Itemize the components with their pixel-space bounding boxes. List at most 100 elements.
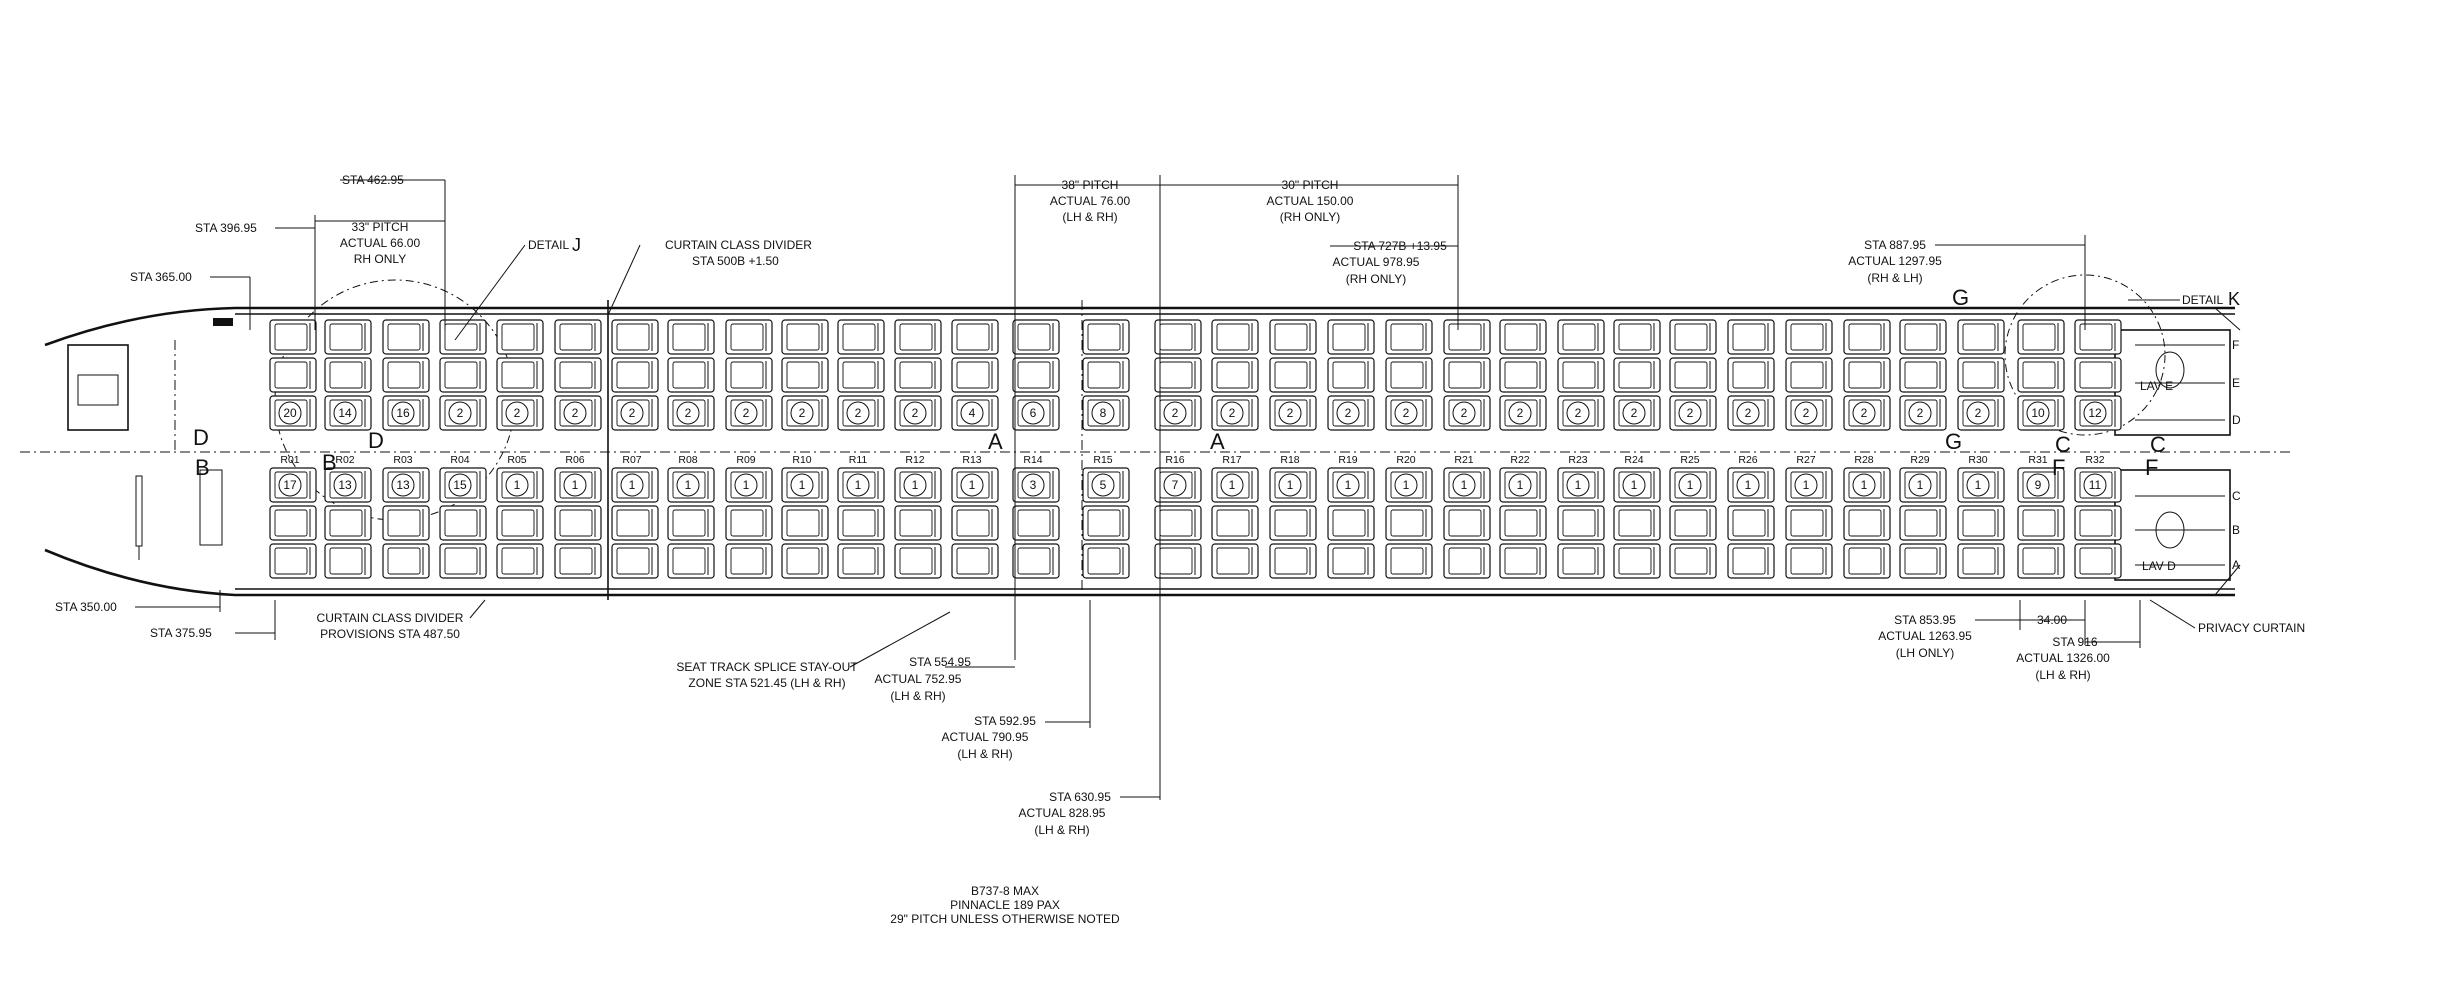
rh-seat[interactable]: 8	[1082, 395, 1130, 431]
rh-seat[interactable]	[1443, 319, 1491, 355]
rh-seat[interactable]: 2	[1957, 395, 2005, 431]
rh-seat[interactable]	[781, 357, 829, 393]
rh-seat[interactable]	[894, 319, 942, 355]
rh-seat[interactable]	[1957, 319, 2005, 355]
lh-seat[interactable]	[1957, 543, 2005, 579]
lh-seat[interactable]	[496, 505, 544, 541]
rh-seat[interactable]	[1327, 319, 1375, 355]
lh-seat[interactable]: 3	[1012, 467, 1060, 503]
rh-seat[interactable]	[611, 319, 659, 355]
lh-seat[interactable]	[1785, 543, 1833, 579]
lh-seat[interactable]	[1669, 543, 1717, 579]
rh-seat[interactable]	[1899, 319, 1947, 355]
rh-seat[interactable]	[1082, 357, 1130, 393]
lh-seat[interactable]	[1727, 543, 1775, 579]
rh-seat[interactable]	[1785, 357, 1833, 393]
lh-seat[interactable]: 1	[725, 467, 773, 503]
lh-seat[interactable]	[1327, 505, 1375, 541]
rh-seat[interactable]: 2	[894, 395, 942, 431]
rh-seat[interactable]: 2	[439, 395, 487, 431]
lh-seat[interactable]: 17	[269, 467, 317, 503]
lh-seat[interactable]	[725, 505, 773, 541]
rh-seat[interactable]: 2	[1785, 395, 1833, 431]
rh-seat[interactable]	[725, 319, 773, 355]
lh-seat[interactable]	[1012, 505, 1060, 541]
rh-seat[interactable]: 2	[837, 395, 885, 431]
lh-seat[interactable]	[1385, 543, 1433, 579]
lh-seat[interactable]	[1082, 505, 1130, 541]
rh-seat[interactable]	[1557, 319, 1605, 355]
rh-seat[interactable]: 2	[1385, 395, 1433, 431]
lh-seat[interactable]	[1499, 543, 1547, 579]
lh-seat[interactable]: 13	[382, 467, 430, 503]
lh-seat[interactable]: 1	[951, 467, 999, 503]
lh-seat[interactable]: 1	[1957, 467, 2005, 503]
lh-seat[interactable]	[1269, 505, 1317, 541]
rh-seat[interactable]: 6	[1012, 395, 1060, 431]
rh-seat[interactable]	[1012, 357, 1060, 393]
lh-seat[interactable]	[1082, 543, 1130, 579]
lh-seat[interactable]	[667, 543, 715, 579]
rh-seat[interactable]	[1669, 319, 1717, 355]
rh-seat[interactable]	[951, 319, 999, 355]
lh-seat[interactable]	[324, 543, 372, 579]
lh-seat[interactable]	[1443, 505, 1491, 541]
lh-seat[interactable]	[1385, 505, 1433, 541]
lh-seat[interactable]: 1	[611, 467, 659, 503]
rh-seat[interactable]: 2	[1669, 395, 1717, 431]
lh-seat[interactable]: 1	[781, 467, 829, 503]
rh-seat[interactable]: 2	[1727, 395, 1775, 431]
lh-seat[interactable]: 5	[1082, 467, 1130, 503]
rh-seat[interactable]	[611, 357, 659, 393]
rh-seat[interactable]	[725, 357, 773, 393]
rh-seat[interactable]	[1557, 357, 1605, 393]
lh-seat[interactable]: 1	[1557, 467, 1605, 503]
rh-seat[interactable]	[2017, 357, 2065, 393]
rh-seat[interactable]: 2	[611, 395, 659, 431]
rh-seat[interactable]	[324, 319, 372, 355]
rh-seat[interactable]: 2	[1154, 395, 1202, 431]
rh-seat[interactable]	[667, 357, 715, 393]
lh-seat[interactable]	[382, 505, 430, 541]
lh-seat[interactable]: 1	[1211, 467, 1259, 503]
rh-seat[interactable]: 2	[1899, 395, 1947, 431]
rh-seat[interactable]	[667, 319, 715, 355]
rh-seat[interactable]	[269, 319, 317, 355]
lh-seat[interactable]	[1443, 543, 1491, 579]
rh-seat[interactable]	[1211, 319, 1259, 355]
rh-seat[interactable]	[1727, 357, 1775, 393]
rh-seat[interactable]	[1843, 357, 1891, 393]
rh-seat[interactable]	[1082, 319, 1130, 355]
lh-seat[interactable]	[496, 543, 544, 579]
lh-seat[interactable]	[1557, 543, 1605, 579]
lh-seat[interactable]	[2074, 543, 2122, 579]
rh-seat[interactable]	[1499, 319, 1547, 355]
rh-seat[interactable]	[382, 319, 430, 355]
lh-seat[interactable]	[1499, 505, 1547, 541]
lh-seat[interactable]	[1269, 543, 1317, 579]
rh-seat[interactable]	[1785, 319, 1833, 355]
lh-seat[interactable]	[1727, 505, 1775, 541]
lh-seat[interactable]: 1	[1613, 467, 1661, 503]
rh-seat[interactable]: 2	[1843, 395, 1891, 431]
lh-seat[interactable]	[324, 505, 372, 541]
lh-seat[interactable]	[269, 543, 317, 579]
rh-seat[interactable]: 2	[1499, 395, 1547, 431]
lh-seat[interactable]	[725, 543, 773, 579]
rh-seat[interactable]	[1154, 319, 1202, 355]
lh-seat[interactable]: 1	[1899, 467, 1947, 503]
rh-seat[interactable]	[1957, 357, 2005, 393]
lh-seat[interactable]	[1957, 505, 2005, 541]
lh-seat[interactable]	[611, 543, 659, 579]
lh-seat[interactable]	[1211, 505, 1259, 541]
lh-seat[interactable]	[1211, 543, 1259, 579]
lh-seat[interactable]	[837, 543, 885, 579]
lh-seat[interactable]	[667, 505, 715, 541]
lh-seat[interactable]	[554, 505, 602, 541]
lh-seat[interactable]: 1	[496, 467, 544, 503]
lh-seat[interactable]	[951, 543, 999, 579]
rh-seat[interactable]	[1843, 319, 1891, 355]
lh-seat[interactable]: 1	[667, 467, 715, 503]
rh-seat[interactable]: 2	[1557, 395, 1605, 431]
rh-seat[interactable]	[496, 319, 544, 355]
